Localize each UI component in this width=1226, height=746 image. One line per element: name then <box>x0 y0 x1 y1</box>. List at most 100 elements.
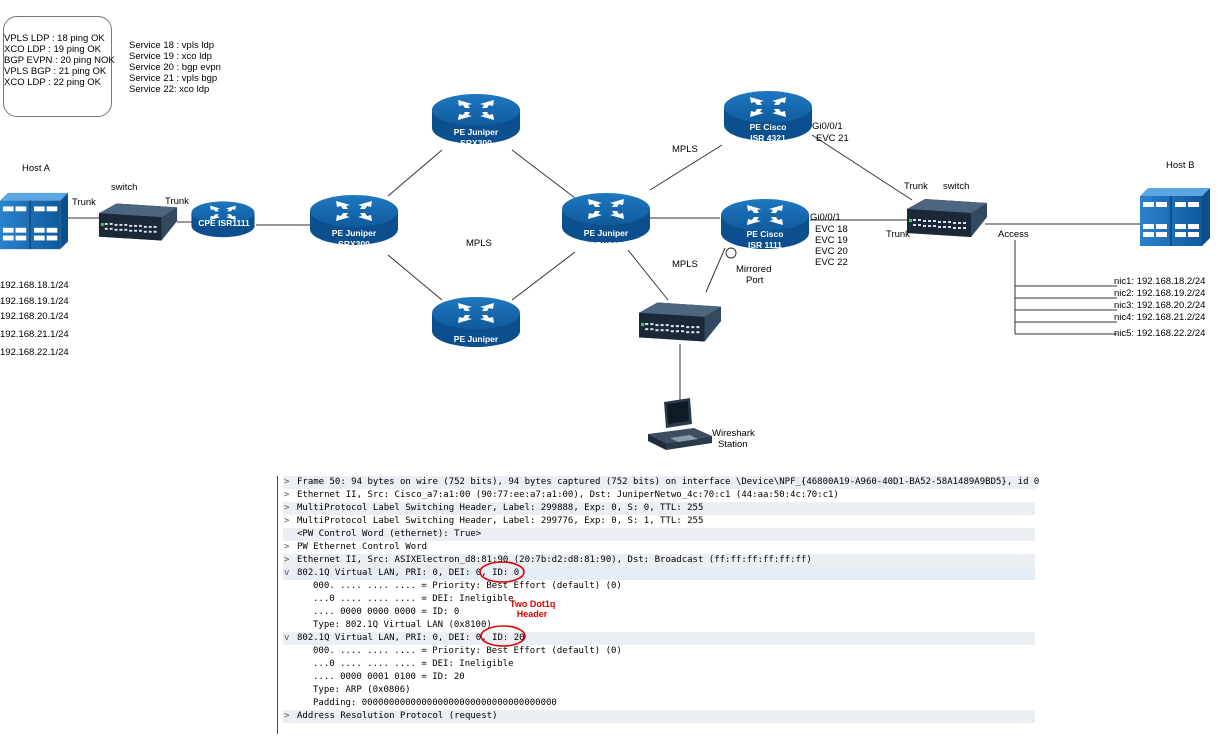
packet-tree-row[interactable]: > Address Resolution Protocol (request) <box>283 710 1035 723</box>
expand-icon[interactable]: > <box>284 542 290 552</box>
collapse-icon[interactable]: v <box>284 633 290 643</box>
packet-tree-row[interactable]: 000. .... .... .... = Priority: Best Eff… <box>283 580 1035 593</box>
router-label: SRX300 <box>460 138 492 148</box>
router-label: SRX300 <box>590 240 622 250</box>
packet-tree-text: MultiProtocol Label Switching Header, La… <box>297 516 704 526</box>
router-label: SRX300 <box>338 239 370 249</box>
packet-tree-text: 000. .... .... .... = Priority: Best Eff… <box>313 581 622 591</box>
packet-details-pane[interactable]: > Frame 50: 94 bytes on wire (752 bits), … <box>283 476 1039 723</box>
router-label: ISR 1111 <box>747 240 783 250</box>
mpls-label: MPLS <box>672 144 698 155</box>
packet-tree-text: <PW Control Word (ethernet): True> <box>297 529 482 539</box>
expand-icon[interactable]: > <box>284 490 290 500</box>
expand-icon[interactable]: > <box>284 503 290 513</box>
router-label: PE Juniper <box>331 228 377 238</box>
expand-icon[interactable]: > <box>284 516 290 526</box>
packet-tree-text: Frame 50: 94 bytes on wire (752 bits), 9… <box>297 477 1040 487</box>
router-label: SRX300 <box>460 345 492 355</box>
packet-tree-row[interactable]: .... 0000 0000 0000 = ID: 0 <box>283 606 1035 619</box>
evc-label: EVC 20 <box>815 246 848 257</box>
host-a-ip: 192.168.21.1/24 <box>0 329 69 340</box>
packet-tree-text: PW Ethernet Control Word <box>297 542 428 552</box>
router-label: PE Juniper <box>583 228 629 238</box>
host-a-ip: 192.168.18.1/24 <box>0 280 69 291</box>
status-line: XCO LDP : 22 ping OK <box>4 77 101 88</box>
packet-tree-text: Ethernet II, Src: Cisco_a7:a1:00 (90:77:… <box>297 490 839 500</box>
host-a-label: Host A <box>22 163 50 174</box>
wireshark-label: Station <box>718 439 748 450</box>
trunk-label: Trunk <box>886 229 910 240</box>
evc-label: EVC 22 <box>815 257 848 268</box>
packet-tree-row[interactable]: <PW Control Word (ethernet): True> <box>283 528 1035 541</box>
packet-tree-row[interactable]: > Ethernet II, Src: Cisco_a7:a1:00 (90:77… <box>283 489 1035 502</box>
evc-label: EVC 21 <box>816 133 849 144</box>
packet-tree-text: MultiProtocol Label Switching Header, La… <box>297 503 704 513</box>
host-a-ip: 192.168.22.1/24 <box>0 347 69 358</box>
packet-tree-text: .... 0000 0000 0000 = ID: 0 <box>313 607 460 617</box>
packet-tree-row[interactable]: v 802.1Q Virtual LAN, PRI: 0, DEI: 0, ID:… <box>283 632 1035 645</box>
packet-tree-row[interactable]: ...0 .... .... .... = DEI: Ineligible <box>283 593 1035 606</box>
packet-tree-text: ...0 .... .... .... = DEI: Ineligible <box>313 594 514 604</box>
packet-tree-text: 802.1Q Virtual LAN, PRI: 0, DEI: 0, ID: … <box>297 568 520 578</box>
mirrored-port-marker <box>725 247 737 259</box>
packet-tree-row[interactable]: ...0 .... .... .... = DEI: Ineligible <box>283 658 1035 671</box>
service-line: Service 19 : xco ldp <box>129 51 212 62</box>
wireshark-label: Wireshark <box>712 428 755 439</box>
router-label: ISR 4321 <box>750 133 786 143</box>
switch-left-label: switch <box>111 182 138 193</box>
router-label: PE Cisco <box>746 229 784 239</box>
host-a-ip: 192.168.19.1/24 <box>0 296 69 307</box>
packet-tree-row[interactable]: > PW Ethernet Control Word <box>283 541 1035 554</box>
status-summary-box <box>3 16 112 117</box>
packet-tree-row[interactable]: .... 0000 0001 0100 = ID: 20 <box>283 671 1035 684</box>
packet-tree-row[interactable]: Type: ARP (0x0806) <box>283 684 1035 697</box>
packet-tree-text: Address Resolution Protocol (request) <box>297 711 498 721</box>
status-line: VPLS LDP : 18 ping OK <box>4 33 105 44</box>
switch-right-label: switch <box>943 181 970 192</box>
packet-tree-row[interactable]: > MultiProtocol Label Switching Header, L… <box>283 515 1035 528</box>
router-label: PE Cisco <box>749 122 787 132</box>
trunk-label: Trunk <box>165 196 189 207</box>
interface-label: Gi0/0/1 <box>810 212 841 223</box>
host-a-ip: 192.168.20.1/24 <box>0 311 69 322</box>
access-label: Access <box>998 229 1029 240</box>
workstation-icon <box>648 398 712 450</box>
trunk-label: Trunk <box>904 181 928 192</box>
mpls-label: MPLS <box>466 238 492 249</box>
interface-label: Gi0/0/1 <box>812 121 843 132</box>
annotation-label: Header <box>516 609 548 619</box>
packet-tree-row[interactable]: Padding: 0000000000000000000000000000000… <box>283 697 1035 710</box>
packet-tree-row[interactable]: Type: 802.1Q Virtual LAN (0x8100) <box>283 619 1035 632</box>
expand-icon[interactable]: > <box>284 555 290 565</box>
packet-tree-row[interactable]: >Ethernet II, Src: ASIXElectron_d8:81:90… <box>283 554 1035 567</box>
packet-pane-divider <box>277 476 278 734</box>
packet-tree-text: 802.1Q Virtual LAN, PRI: 0, DEI: 0, ID: … <box>297 633 525 643</box>
mirrored-port-label: Mirrored <box>736 264 772 275</box>
packet-tree-row[interactable]: > Frame 50: 94 bytes on wire (752 bits), … <box>283 476 1039 489</box>
status-line: VPLS BGP : 21 ping OK <box>4 66 107 77</box>
status-line: XCO LDP : 19 ping OK <box>4 44 101 55</box>
packet-tree-text: ...0 .... .... .... = DEI: Ineligible <box>313 659 514 669</box>
router-label: PE Juniper <box>453 334 499 344</box>
packet-tree-row[interactable]: > MultiProtocol Label Switching Header, L… <box>283 502 1035 515</box>
highlight-ellipse <box>479 561 525 583</box>
service-line: Service 22: xco ldp <box>129 84 210 95</box>
annotation-label: Two Dot1q <box>510 599 556 609</box>
collapse-icon[interactable]: v <box>284 568 290 578</box>
packet-tree-text: .... 0000 0001 0100 = ID: 20 <box>313 672 465 682</box>
expand-icon[interactable]: > <box>284 711 290 721</box>
packet-tree-row[interactable]: v 802.1Q Virtual LAN, PRI: 0, DEI: 0, ID:… <box>283 567 1035 580</box>
router-cpe-label: CPE ISR1111 <box>198 218 250 228</box>
mpls-label: MPLS <box>672 259 698 270</box>
expand-icon[interactable]: > <box>284 477 290 487</box>
host-b-nic: nic5: 192.168.22.2/24 <box>1114 328 1206 339</box>
packet-tree-text: 000. .... .... .... = Priority: Best Eff… <box>313 646 622 656</box>
router-label: PE Juniper <box>453 127 499 137</box>
host-b-nic: nic2: 192.168.19.2/24 <box>1114 288 1206 299</box>
packet-tree-row[interactable]: 000. .... .... .... = Priority: Best Eff… <box>283 645 1035 658</box>
packet-tree-text: Type: 802.1Q Virtual LAN (0x8100) <box>313 620 492 630</box>
network-links <box>68 134 1140 403</box>
evc-label: EVC 19 <box>815 235 848 246</box>
